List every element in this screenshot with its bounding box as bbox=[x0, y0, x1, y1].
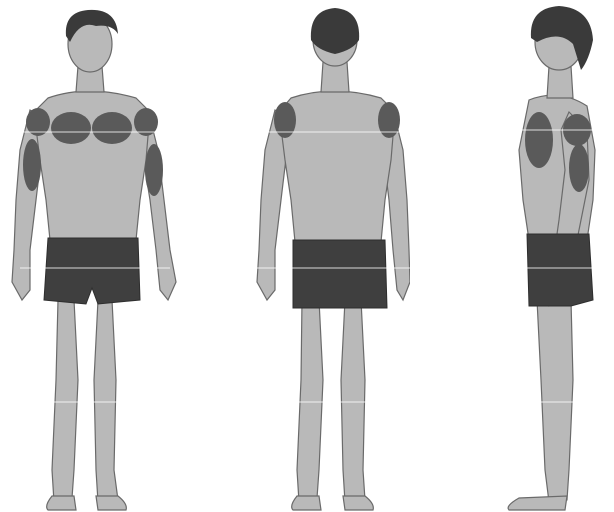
front-shorts bbox=[44, 238, 140, 304]
back-hair bbox=[311, 8, 359, 54]
figure-side-view bbox=[409, 0, 614, 512]
side-shorts bbox=[527, 234, 593, 306]
figure-back-view bbox=[205, 0, 410, 512]
figure-front-view bbox=[0, 0, 205, 512]
back-shorts bbox=[293, 240, 387, 308]
